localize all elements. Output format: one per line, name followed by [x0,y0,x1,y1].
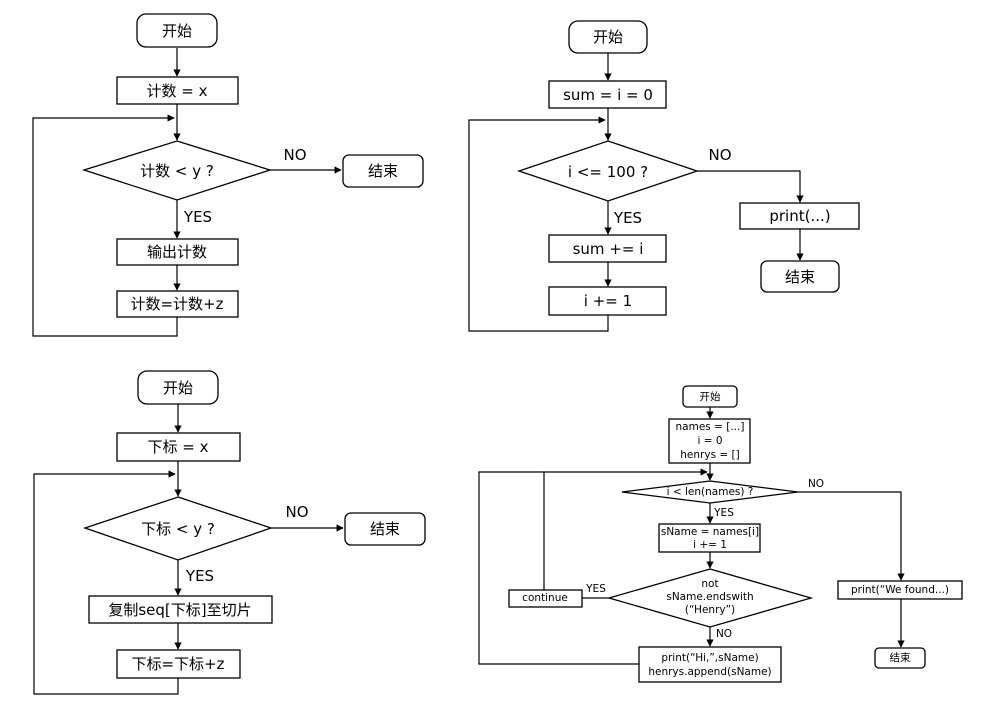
print-label: print(...) [769,207,830,225]
step-box [116,649,241,679]
no-label: NO [283,146,306,164]
print-append-line-1: print(“Hi,”,sName) [661,652,758,664]
check-line-3: (“Henry”) [685,604,735,616]
no-label: NO [708,146,731,164]
check-line-2: sName.endswith [666,591,753,603]
condition-label: i < len(names) ? [667,486,754,498]
condition-diamond [82,496,274,561]
assign-box [658,523,761,553]
accumulate-label: sum += i [573,240,644,258]
no-label: NO [285,503,308,521]
step-label: 下标=下标+z [131,655,224,673]
henry-check-diamond [606,568,814,628]
end-label: 结束 [890,651,911,664]
continue-label: continue [522,592,568,604]
print-append-box [638,646,782,683]
flowchart-henry-search: 开始 names = [...] i = 0 henrys = [] i < l… [478,385,963,683]
start-node [136,13,218,48]
init-box [116,76,239,105]
output-box [116,238,239,266]
end-node [874,647,926,669]
condition-label: 计数 < y ? [140,162,214,180]
init-box [668,418,751,464]
assign-line-2: i += 1 [693,539,727,551]
yes-label: YES [183,208,212,226]
end-node [760,260,840,293]
copy-label: 复制seq[下标]至切片 [108,601,251,619]
check-no-label: NO [716,628,732,640]
condition-diamond [621,480,799,504]
start-label: 开始 [700,390,721,403]
init-line-2: i = 0 [697,435,722,447]
connector-no [798,491,905,581]
start-node [137,370,219,405]
start-label: 开始 [162,22,192,40]
init-label: sum = i = 0 [563,86,653,104]
assign-line-1: sName = names[i] [661,526,759,538]
condition-label: i <= 100 ? [568,163,648,181]
end-label: 结束 [368,162,398,180]
init-label: 下标 = x [148,438,209,456]
init-line-1: names = [...] [676,421,745,433]
init-label: 计数 = x [147,82,208,100]
end-node [344,512,426,546]
step-box [116,290,239,318]
step-label: 计数=计数+z [130,295,223,313]
init-line-3: henrys = [] [680,449,739,461]
loop-back-arrow [33,470,179,695]
check-line-1: not [701,578,718,590]
yes-label: YES [613,209,642,227]
continue-box [508,589,583,608]
end-node [342,154,424,188]
append-loop-line [478,471,639,665]
print-append-line-2: henrys.append(sName) [648,666,771,678]
copy-box [88,595,273,624]
condition-diamond [516,140,700,202]
accumulate-box [548,234,667,263]
end-label: 结束 [370,520,400,538]
start-node [568,20,648,54]
start-label: 开始 [163,379,193,397]
condition-diamond [81,140,273,201]
check-yes-label: YES [585,583,606,595]
loop-back-arrow [468,116,609,332]
print-box [739,202,860,230]
end-label: 结束 [785,268,815,286]
no-label: NO [808,478,824,490]
loop-back-arrow [32,114,178,337]
increment-label: i += 1 [584,292,632,310]
init-box [548,80,667,109]
connector-no [697,170,804,203]
init-box [116,432,241,462]
yes-label: YES [713,507,734,519]
found-box [837,580,963,600]
condition-label: 下标 < y ? [141,520,215,538]
start-node [682,385,738,408]
flowchart-slice: 开始 下标 = x 下标 < y ? NO 结束 YES 复制seq[下标]至切… [33,370,426,695]
output-label: 输出计数 [147,243,207,261]
found-label: print(“We found...) [851,584,949,596]
flowchart-sum: 开始 sum = i = 0 i <= 100 ? NO print(...) … [468,20,860,332]
flowchart-counter: 开始 计数 = x 计数 < y ? NO 结束 YES 输出计数 计数=计数+… [32,13,424,337]
increment-box [548,286,667,316]
start-label: 开始 [593,28,623,46]
yes-label: YES [185,567,214,585]
